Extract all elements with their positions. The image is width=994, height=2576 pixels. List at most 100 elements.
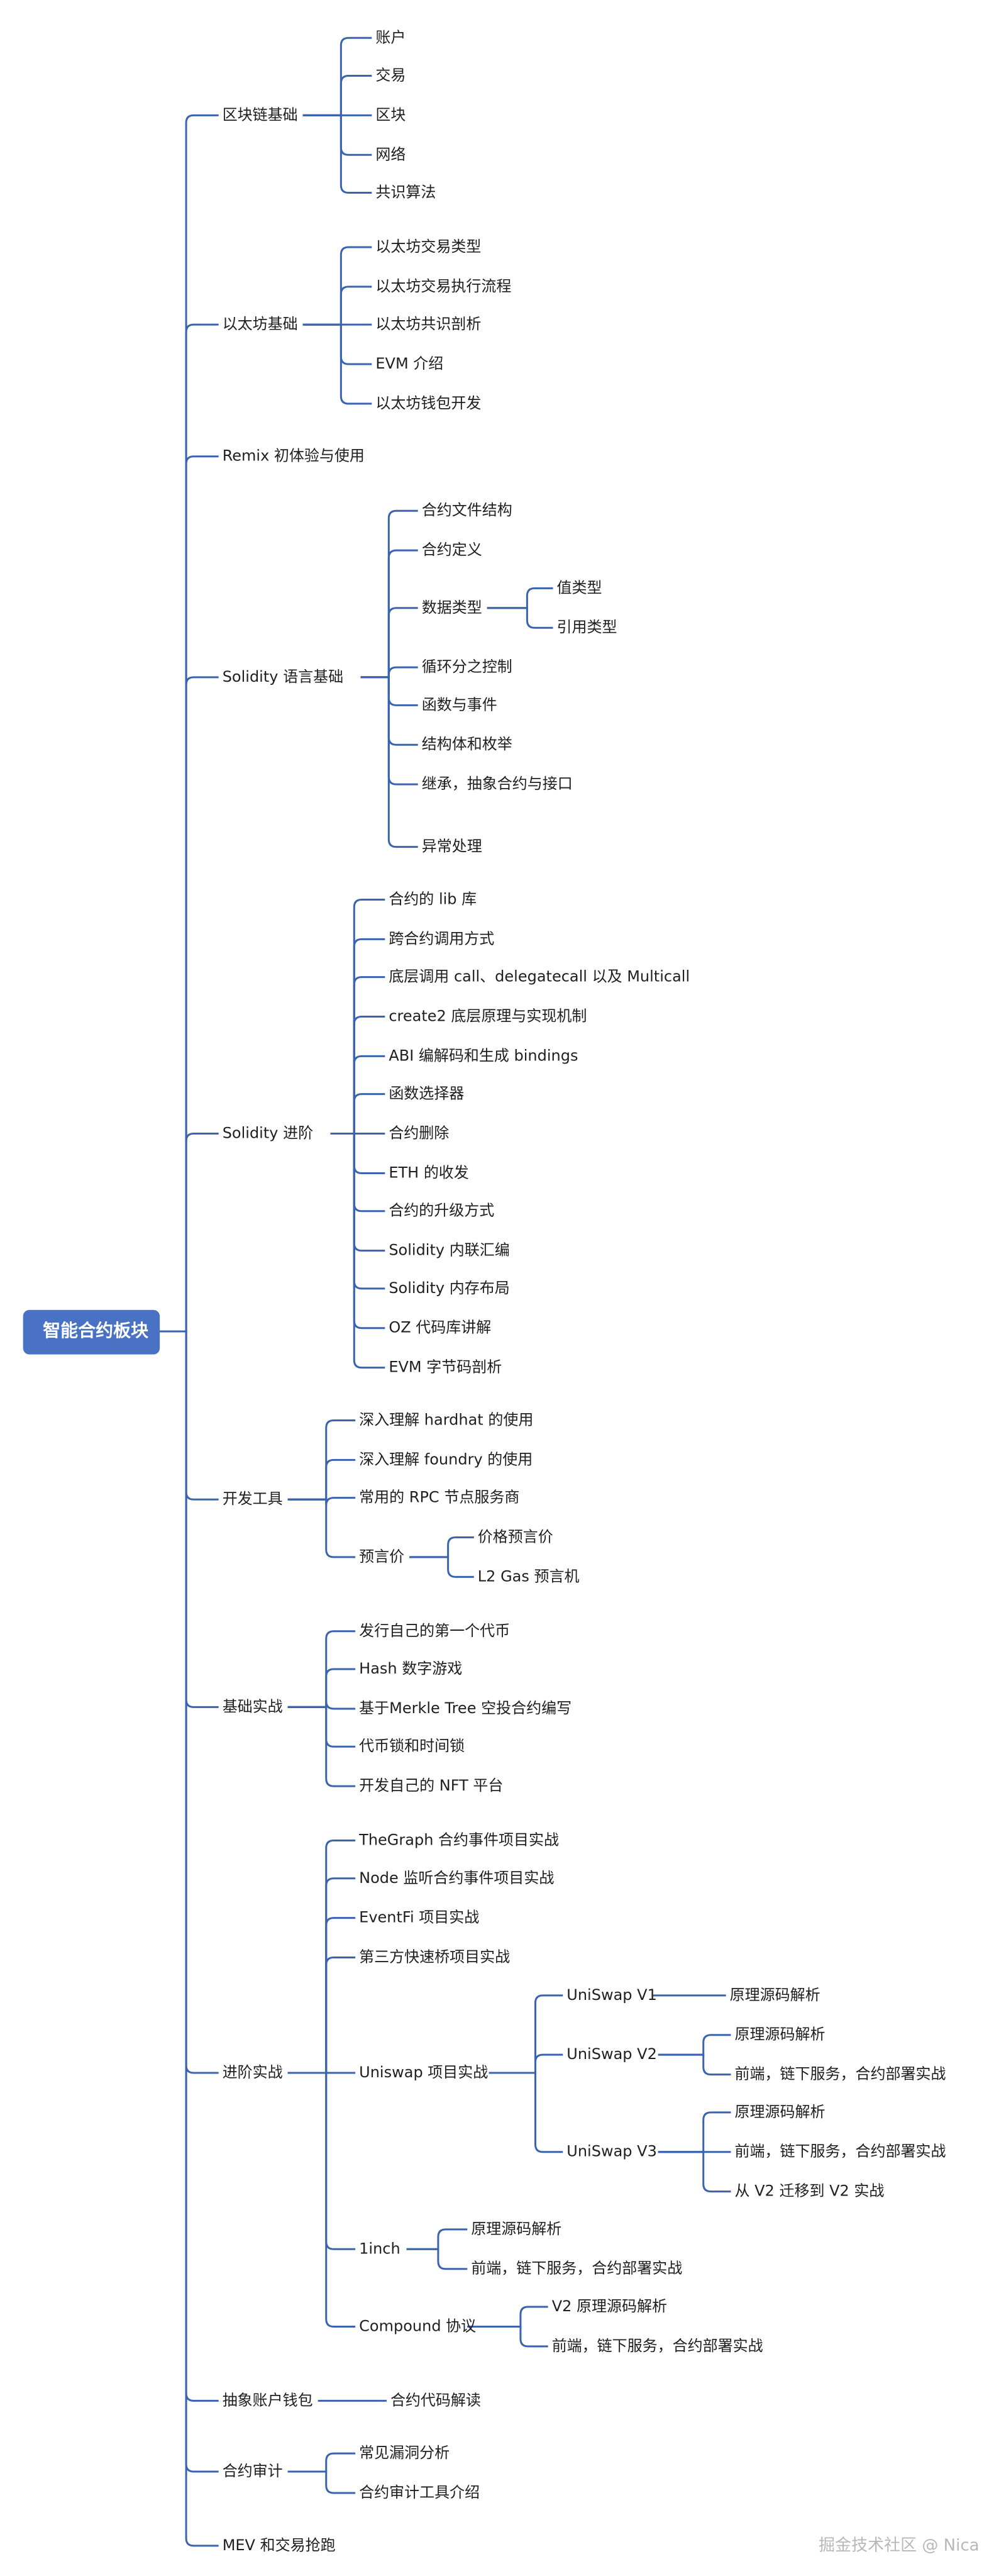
branch-4-item-7: ETH 的收发 — [389, 1163, 469, 1181]
branch-7-item-4-sub-2-leaf-2: 从 V2 迁移到 V2 实战 — [735, 2182, 885, 2200]
branch-3-item-2-sub-0: 值类型 — [557, 579, 602, 596]
edge-4-11 — [330, 1133, 385, 1330]
branch-3-item-3: 循环分之控制 — [422, 658, 512, 675]
branch-3-item-6: 继承，抽象合约与接口 — [422, 775, 573, 792]
edge-4-3 — [330, 1016, 385, 1135]
branch-7-item-4-sub-2: UniSwap V3 — [566, 2143, 657, 2160]
branch-9-item-1: 合约审计工具介绍 — [359, 2484, 480, 2501]
branch-7-item-4-sub-1-leaf-0: 原理源码解析 — [735, 2026, 826, 2043]
branch-4-item-8: 合约的升级方式 — [389, 1202, 494, 1219]
edge-7-6 — [287, 2072, 356, 2328]
branch-4-item-9: Solidity 内联汇编 — [389, 1241, 509, 1259]
edge-7-2 — [287, 1917, 356, 2074]
edge-0-3 — [302, 114, 372, 156]
edge-7-4-2-0 — [658, 2111, 731, 2153]
edge-root-to-0 — [160, 114, 219, 1333]
edge-root-to-2 — [160, 455, 219, 1333]
edge-9-0 — [287, 2452, 356, 2473]
branch-4-item-0: 合约的 lib 库 — [389, 891, 477, 908]
edge-3-2 — [360, 607, 418, 679]
branch-1-label: 以太坊基础 — [223, 315, 298, 333]
edge-root-to-7 — [160, 1330, 219, 2074]
edge-4-2 — [330, 976, 385, 1135]
branch-7-item-6: Compound 协议 — [359, 2317, 476, 2334]
branch-3-item-4: 函数与事件 — [422, 696, 497, 713]
branch-0-item-4: 共识算法 — [375, 184, 436, 201]
edge-3-7 — [360, 676, 418, 848]
branch-1-item-0: 以太坊交易类型 — [375, 238, 481, 255]
branch-5-label: 开发工具 — [223, 1490, 283, 1507]
edge-7-1 — [287, 1877, 356, 2074]
branch-3-item-1: 合约定义 — [422, 541, 482, 558]
edge-root-to-10 — [160, 1330, 219, 2547]
edge-3-1 — [360, 549, 418, 679]
edge-root-to-1 — [160, 323, 219, 1333]
branch-7-item-4-sub-0-leaf-0: 原理源码解析 — [730, 1986, 820, 2004]
branch-5-item-2: 常用的 RPC 节点服务商 — [359, 1489, 519, 1506]
branch-7-item-4: Uniswap 项目实战 — [359, 2063, 488, 2081]
edge-5-1 — [287, 1458, 356, 1501]
branch-5-item-3: 预言价 — [359, 1548, 404, 1565]
edge-6-4 — [287, 1706, 356, 1787]
edge-0-4 — [302, 114, 372, 194]
edge-root-to-3 — [160, 676, 219, 1333]
branch-0-item-0: 账户 — [375, 28, 406, 46]
edge-5-3 — [287, 1498, 356, 1558]
branch-7-item-0: TheGraph 合约事件项目实战 — [358, 1831, 559, 1849]
branch-6-item-4: 开发自己的 NFT 平台 — [359, 1777, 503, 1794]
branch-4-item-6: 合约删除 — [389, 1124, 449, 1142]
branch-5-item-3-sub-0: 价格预言价 — [478, 1528, 553, 1545]
edge-4-7 — [330, 1133, 385, 1174]
edge-4-4 — [330, 1055, 385, 1135]
branch-4-label: Solidity 进阶 — [223, 1124, 313, 1142]
branch-7-item-4-sub-0: UniSwap V1 — [566, 1986, 657, 2004]
branch-7-item-6-sub-1: 前端，链下服务，合约部署实战 — [552, 2337, 763, 2355]
branch-1-item-1: 以太坊交易执行流程 — [375, 277, 511, 295]
branch-7-item-1: Node 监听合约事件项目实战 — [359, 1869, 554, 1887]
branch-7-item-5-sub-0: 原理源码解析 — [471, 2220, 561, 2238]
edge-7-3 — [287, 1957, 356, 2074]
branch-4-item-4: ABI 编解码和生成 bindings — [389, 1046, 578, 1064]
branch-7-label: 进阶实战 — [223, 2063, 283, 2081]
edge-7-4-1 — [489, 2053, 563, 2074]
branch-3-item-2: 数据类型 — [422, 599, 482, 616]
branch-10-label: MEV 和交易抢跑 — [223, 2536, 336, 2554]
edge-6-3 — [287, 1706, 356, 1748]
edge-4-0 — [330, 899, 385, 1135]
branch-9-label: 合约审计 — [223, 2462, 283, 2480]
branch-5-item-1: 深入理解 foundry 的使用 — [359, 1450, 533, 1468]
branch-7-item-5: 1inch — [359, 2240, 400, 2257]
edge-4-5 — [330, 1093, 385, 1135]
edge-6-0 — [287, 1630, 356, 1708]
edge-4-12 — [330, 1133, 385, 1369]
edge-7-5-0 — [406, 2228, 468, 2250]
edge-root-to-8 — [160, 1330, 219, 2402]
root-node-label: 智能合约板块 — [43, 1320, 148, 1341]
branch-7-item-6-sub-0: V2 原理源码解析 — [552, 2297, 667, 2315]
branch-4-item-10: Solidity 内存布局 — [389, 1279, 509, 1297]
edge-0-0 — [302, 36, 372, 116]
branch-7-item-4-sub-2-leaf-0: 原理源码解析 — [735, 2103, 826, 2121]
branch-2-label: Remix 初体验与使用 — [223, 447, 365, 465]
edge-4-1 — [330, 938, 385, 1135]
edge-7-5 — [287, 2072, 356, 2250]
edge-1-4 — [302, 323, 372, 405]
edge-7-4-1-0 — [658, 2034, 731, 2056]
edge-1-1 — [302, 286, 372, 326]
branch-3-item-7: 异常处理 — [422, 838, 482, 855]
branch-4-item-3: create2 底层原理与实现机制 — [389, 1008, 587, 1025]
branch-4-item-11: OZ 代码库讲解 — [389, 1319, 491, 1336]
edge-5-3-1 — [409, 1556, 474, 1578]
edge-root-to-9 — [160, 1330, 219, 2473]
edge-0-1 — [302, 75, 372, 116]
branch-1-item-2: 以太坊共识剖析 — [375, 315, 481, 333]
branch-3-item-0: 合约文件结构 — [422, 501, 512, 519]
branch-4-item-12: EVM 字节码剖析 — [389, 1358, 502, 1376]
edge-root-to-5 — [160, 1330, 219, 1501]
branch-7-item-5-sub-1: 前端，链下服务，合约部署实战 — [471, 2260, 682, 2277]
mindmap-nodes: 智能合约板块区块链基础账户交易区块网络共识算法以太坊基础以太坊交易类型以太坊交易… — [23, 28, 980, 2555]
branch-8-label: 抽象账户钱包 — [223, 2391, 313, 2409]
watermark: 掘金技术社区 @ Nica — [819, 2536, 979, 2555]
branch-8-item-0: 合约代码解读 — [390, 2391, 481, 2409]
edge-3-3 — [360, 666, 418, 679]
